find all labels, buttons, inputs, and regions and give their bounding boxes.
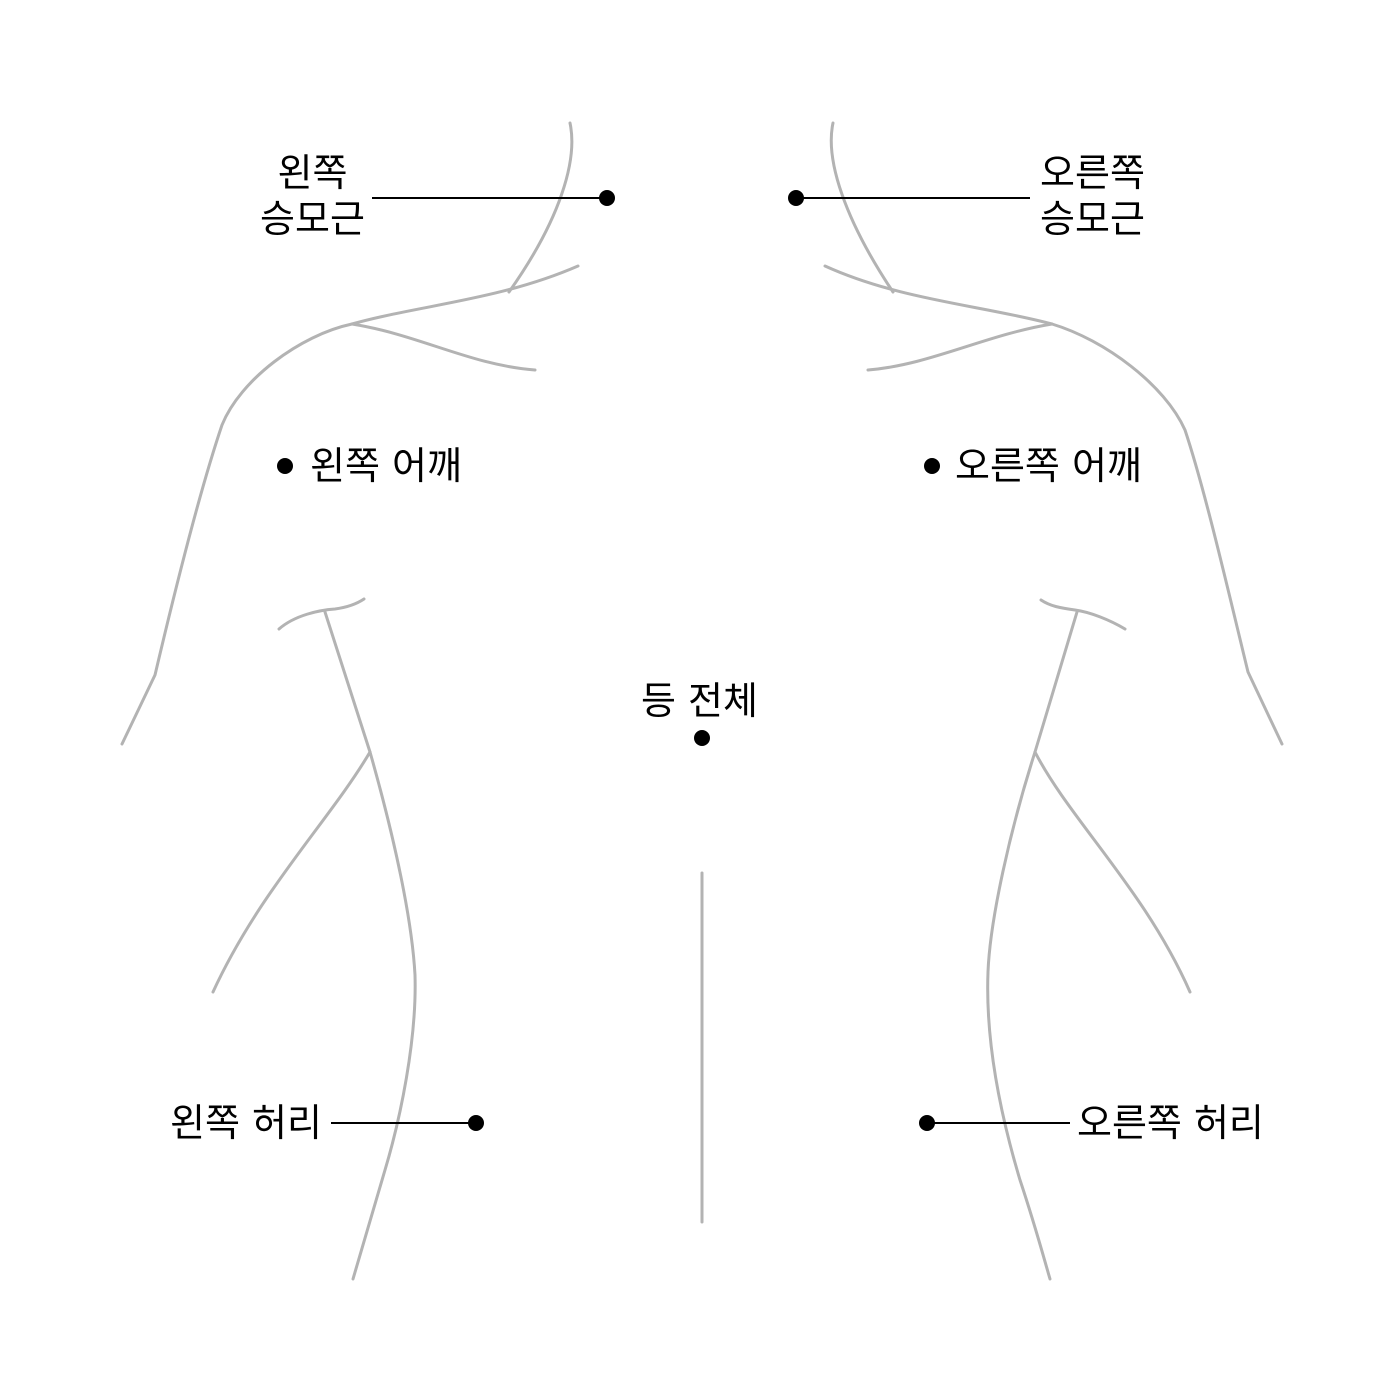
right-back-muscle-line bbox=[1033, 750, 1192, 994]
left-waist-marker bbox=[468, 1115, 484, 1131]
left-trapezius-marker bbox=[599, 190, 615, 206]
right-armpit-line bbox=[1039, 598, 1127, 631]
right-neck-line bbox=[829, 121, 895, 294]
left-scapula-line bbox=[350, 322, 537, 372]
right-trapezius-label: 오른쪽 승모근 bbox=[1030, 150, 1155, 242]
right-torso-line bbox=[986, 610, 1079, 1281]
right-waist-label: 오른쪽 허리 bbox=[1077, 1101, 1264, 1145]
whole-back-label: 등 전체 bbox=[641, 679, 758, 723]
right-trapezius-label-line1: 오른쪽 bbox=[1040, 151, 1145, 195]
right-trapezius-marker bbox=[788, 190, 804, 206]
right-shoulder-label: 오른쪽 어깨 bbox=[955, 444, 1142, 488]
left-shoulder-marker bbox=[277, 458, 293, 474]
left-armpit-line bbox=[277, 597, 366, 631]
right-waist-marker bbox=[919, 1115, 935, 1131]
right-arm-outline bbox=[1050, 322, 1284, 746]
left-shoulder-top-line bbox=[350, 264, 580, 326]
left-trapezius-label: 왼쪽 승모근 bbox=[250, 150, 375, 242]
left-waist-label: 왼쪽 허리 bbox=[170, 1101, 322, 1145]
left-neck-line bbox=[507, 121, 574, 294]
left-back-muscle-line bbox=[211, 750, 372, 994]
whole-back-marker bbox=[694, 730, 710, 746]
right-shoulder-top-line bbox=[823, 264, 1054, 326]
right-shoulder-marker bbox=[924, 458, 940, 474]
right-scapula-line bbox=[866, 322, 1054, 372]
left-arm-outline bbox=[120, 322, 354, 746]
left-trapezius-label-line2: 승모근 bbox=[260, 197, 365, 241]
right-trapezius-label-line2: 승모근 bbox=[1040, 197, 1145, 241]
left-trapezius-label-line1: 왼쪽 bbox=[277, 151, 348, 195]
left-torso-line bbox=[323, 610, 417, 1281]
left-shoulder-label: 왼쪽 어깨 bbox=[310, 444, 462, 488]
